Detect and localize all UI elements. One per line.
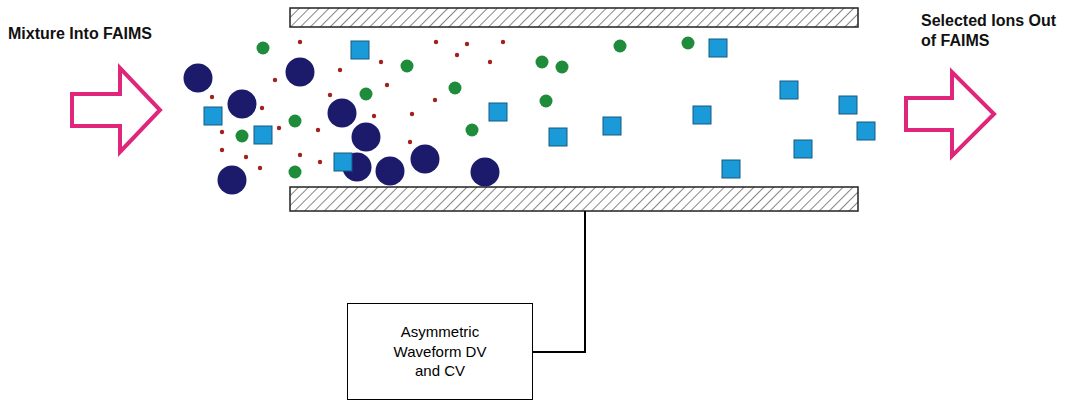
large-ion bbox=[218, 166, 247, 195]
small-ion bbox=[318, 160, 322, 164]
selected-ion bbox=[489, 103, 507, 121]
flow-label: Selected Ions Out of FAIMS bbox=[921, 11, 1071, 51]
medium-ion bbox=[401, 60, 414, 73]
selected-ion bbox=[334, 153, 352, 171]
bottom-plate bbox=[290, 187, 858, 211]
large-ion bbox=[286, 58, 315, 87]
small-ion bbox=[316, 128, 320, 132]
small-ion bbox=[298, 153, 302, 157]
medium-ion bbox=[289, 115, 302, 128]
medium-ion bbox=[540, 95, 553, 108]
medium-ion bbox=[449, 82, 462, 95]
small-ion bbox=[455, 53, 459, 57]
small-ion bbox=[379, 60, 383, 64]
selected-ion bbox=[351, 41, 369, 59]
selected-ion bbox=[722, 160, 740, 178]
medium-ion bbox=[556, 61, 569, 74]
large-ion bbox=[352, 123, 381, 152]
small-ion bbox=[273, 78, 277, 82]
small-ion bbox=[385, 83, 389, 87]
selected-ion bbox=[857, 122, 875, 140]
medium-ion bbox=[614, 40, 627, 53]
waveform-wire bbox=[533, 211, 585, 352]
small-ion bbox=[298, 40, 302, 44]
medium-ion bbox=[536, 56, 549, 69]
top-plate bbox=[290, 8, 858, 27]
waveform-box: Asymmetric Waveform DV and CV bbox=[347, 303, 533, 400]
medium-ion bbox=[257, 42, 270, 55]
small-ion bbox=[210, 95, 214, 99]
large-ion bbox=[471, 158, 500, 187]
large-ion bbox=[328, 99, 357, 128]
selected-ion bbox=[794, 140, 812, 158]
flow-label: Mixture Into FAIMS bbox=[8, 24, 268, 44]
small-ion bbox=[328, 93, 332, 97]
selected-ion bbox=[693, 106, 711, 124]
box-text: Asymmetric Waveform DV and CV bbox=[384, 322, 496, 381]
small-ion bbox=[408, 140, 412, 144]
small-ion bbox=[434, 40, 438, 44]
selected-ion bbox=[603, 117, 621, 135]
small-ion bbox=[277, 126, 281, 130]
selected-ion bbox=[204, 107, 222, 125]
small-ion bbox=[338, 68, 342, 72]
small-ion bbox=[244, 155, 248, 159]
ion-particles bbox=[184, 37, 876, 195]
small-ion bbox=[410, 112, 414, 116]
medium-ion bbox=[360, 88, 373, 101]
small-ion bbox=[488, 60, 492, 64]
selected-ion bbox=[709, 39, 727, 57]
medium-ion bbox=[236, 130, 249, 143]
small-ion bbox=[220, 148, 224, 152]
selected-ion bbox=[839, 96, 857, 114]
inlet-arrow bbox=[72, 68, 160, 152]
selected-ion bbox=[549, 128, 567, 146]
small-ion bbox=[258, 166, 262, 170]
large-ion bbox=[228, 90, 257, 119]
small-ion bbox=[260, 106, 264, 110]
selected-ion bbox=[780, 81, 798, 99]
small-ion bbox=[465, 42, 469, 46]
outlet-arrow bbox=[906, 72, 994, 156]
medium-ion bbox=[466, 124, 479, 137]
medium-ion bbox=[289, 166, 302, 179]
small-ion bbox=[220, 130, 224, 134]
small-ion bbox=[433, 98, 437, 102]
small-ion bbox=[501, 40, 505, 44]
small-ion bbox=[372, 114, 376, 118]
large-ion bbox=[411, 145, 440, 174]
large-ion bbox=[376, 157, 405, 186]
selected-ion bbox=[254, 126, 272, 144]
medium-ion bbox=[682, 37, 695, 50]
large-ion bbox=[184, 64, 213, 93]
